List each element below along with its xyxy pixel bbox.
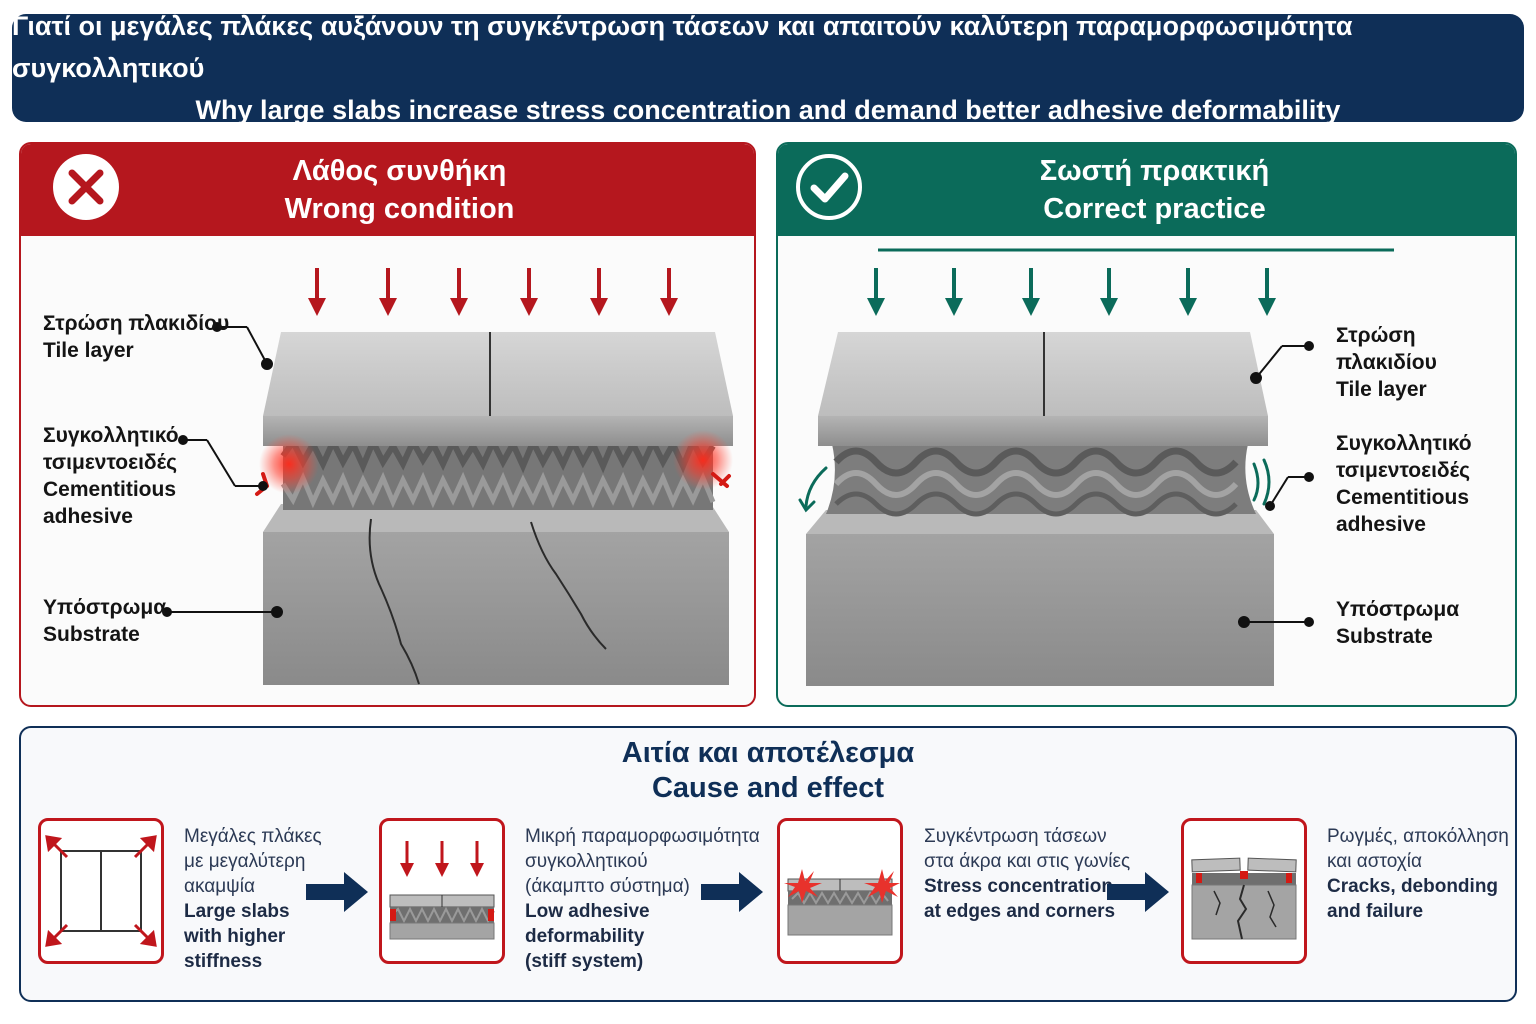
wrong-cross-section-diagram: [162, 268, 733, 685]
tile-layer: [818, 332, 1268, 446]
load-arrow: [308, 268, 326, 316]
x-mark-icon: [53, 154, 119, 220]
header-banner: Γιατί οι μεγάλες πλάκες αυξάνουν τη συγκ…: [12, 11, 1524, 125]
cause-effect-title: Αιτία και αποτέλεσμα Cause and effect: [621, 737, 915, 804]
leader-lines: [1238, 341, 1314, 628]
substrate-label: Υπόστρωμα Substrate: [43, 596, 167, 646]
wrong-title-english: Wrong condition: [284, 193, 515, 225]
stress-arrow-right-icon: [711, 472, 731, 488]
flow-arrow-icon: [1107, 872, 1169, 912]
adhesive-label: Συγκολλητικό τσιμεντοειδές Cementitious …: [43, 424, 179, 528]
load-arrow: [945, 268, 963, 316]
wrong-condition-panel: Λάθος συνθήκη Wrong condition: [19, 142, 756, 707]
substrate-label: Υπόστρωμα Substrate: [1336, 598, 1460, 648]
edge-stress-icon: [777, 818, 903, 964]
flex-arrow-left-icon: [804, 466, 828, 508]
stress-hotspots: [255, 430, 733, 496]
flow-arrow-icon: [306, 872, 368, 912]
cracked-substrate-icon: [1181, 818, 1307, 964]
crack-line: [530, 521, 607, 650]
title-greek: Γιατί οι μεγάλες πλάκες αυξάνουν τη συγκ…: [12, 11, 1353, 83]
load-arrows-green: [867, 268, 1276, 316]
tile-layer: [263, 332, 733, 446]
load-arrow: [867, 268, 885, 316]
stress-glow-right: [673, 430, 733, 490]
load-arrow: [660, 268, 678, 316]
stress-burst-icon: [784, 869, 900, 903]
substrate-block: [806, 510, 1274, 686]
step-3-text: Συγκέντρωση τάσεων στα άκρα και στις γων…: [924, 826, 1131, 922]
correct-practice-panel: Σωστή πρακτική Correct practice: [776, 142, 1517, 707]
adhesive-label: Συγκολλητικό τσιμεντοειδές Cementitious …: [1336, 432, 1472, 536]
step-4-text: Ρωγμές, αποκόλληση και αστοχία Cracks, d…: [1327, 826, 1509, 922]
check-mark-icon: [796, 154, 862, 220]
adhesive-layer-flexible: [826, 444, 1256, 517]
wrong-panel-header: Λάθος συνθήκη Wrong condition: [21, 144, 754, 236]
load-arrow: [1022, 268, 1040, 316]
load-arrow: [379, 268, 397, 316]
stiff-adhesive-icon: [379, 818, 505, 964]
load-arrow: [520, 268, 538, 316]
load-arrows-red: [308, 268, 678, 316]
crack-line: [368, 518, 420, 685]
substrate-block: [263, 504, 729, 685]
leader-lines: [162, 322, 283, 618]
flow-arrow-icon: [701, 872, 763, 912]
correct-cross-section-diagram: [798, 248, 1394, 686]
load-arrow: [1258, 268, 1276, 316]
wrong-title-greek: Λάθος συνθήκη: [292, 155, 507, 187]
load-arrow: [1100, 268, 1118, 316]
correct-title-greek: Σωστή πρακτική: [1039, 155, 1270, 187]
load-arrow: [1179, 268, 1197, 316]
flex-arrow-right-icon: [1262, 458, 1271, 506]
correct-panel-header: Σωστή πρακτική Correct practice: [778, 144, 1515, 236]
stress-glow-left: [259, 434, 319, 494]
tile-label: Στρώση πλακιδίου Tile layer: [1336, 324, 1437, 401]
title-english: Why large slabs increase stress concentr…: [195, 95, 1341, 125]
adhesive-layer-stiff: [280, 434, 716, 510]
correct-title-english: Correct practice: [1043, 193, 1266, 225]
expanding-slab-icon: [38, 818, 164, 964]
flex-movement-icons: [798, 458, 1271, 513]
tile-label: Στρώση πλακιδίου Tile layer: [43, 312, 230, 362]
load-arrow: [450, 268, 468, 316]
step-1-text: Μεγάλες πλάκες με μεγαλύτερη ακαμψία Lar…: [184, 826, 322, 972]
cause-and-effect-section: Αιτία και αποτέλεσμα Cause and effect Με…: [19, 726, 1517, 1002]
step-2-text: Μικρή παραμορφωσιμότητα συγκολλητικού (ά…: [525, 826, 760, 972]
load-arrow: [590, 268, 608, 316]
